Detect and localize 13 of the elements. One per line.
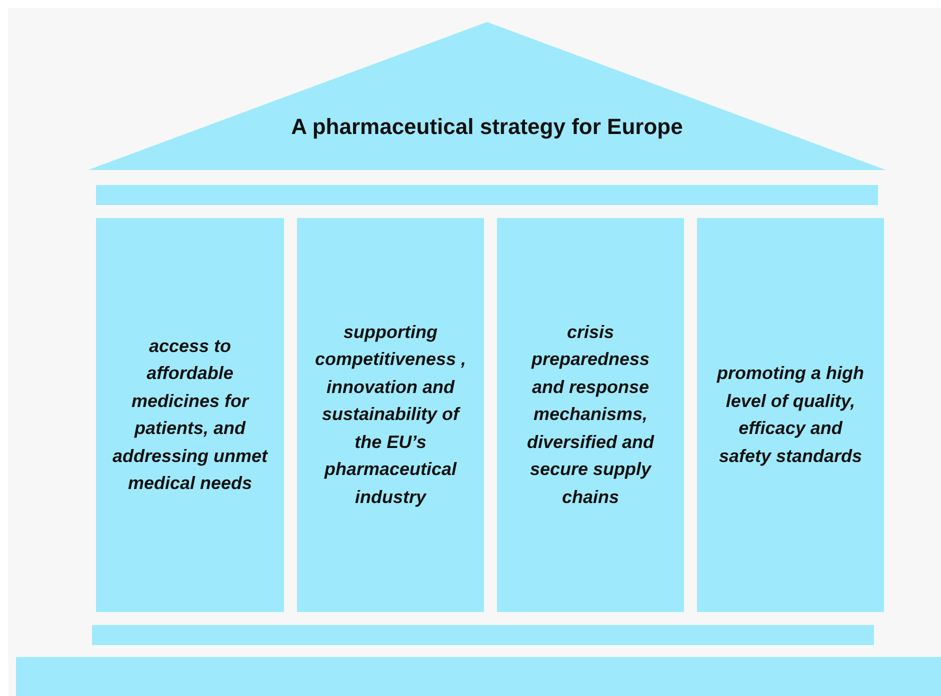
stylobate-bar — [92, 625, 874, 645]
pillar-text: promoting a high level of quality, efficacy and safety standards — [716, 362, 865, 468]
base-step — [16, 657, 941, 696]
pillar-column — [297, 218, 484, 612]
architrave-bar — [96, 185, 878, 205]
pillar-text: supporting competitiveness , innovation and sustainability of the EU’s pharmaceutical industry — [314, 320, 468, 509]
roof-triangle — [88, 22, 886, 170]
pillar-column — [497, 218, 684, 612]
pillar-column — [697, 218, 884, 612]
roof-title: A pharmaceutical strategy for Europe — [290, 114, 684, 140]
pillar-column — [96, 218, 284, 612]
pillar-text: access to affordable medicines for patients, and addressing unmet medical needs — [112, 334, 268, 495]
pillar-text: crisis preparedness and response mechanisms, diversified and secure supply chains — [526, 320, 656, 509]
